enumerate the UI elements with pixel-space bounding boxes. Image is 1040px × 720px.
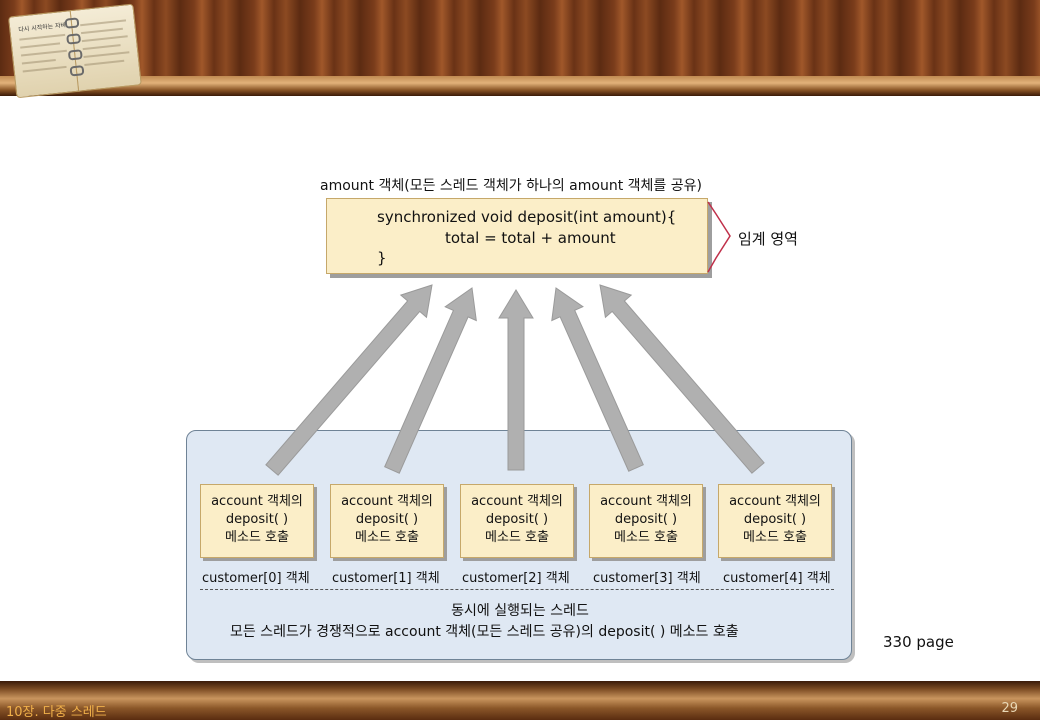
account-call-box-0: account 객체의 deposit( ) 메소드 호출	[200, 484, 314, 558]
method-call-line: 메소드 호출	[225, 530, 289, 545]
page-reference: 330 page	[883, 633, 954, 651]
method-call-line: 메소드 호출	[743, 530, 807, 545]
call-arrow-1	[384, 287, 477, 474]
account-call-box-4: account 객체의 deposit( ) 메소드 호출	[718, 484, 832, 558]
customer-label-4: customer[4] 객체	[723, 571, 831, 586]
account-line: account 객체의	[471, 494, 563, 509]
method-call-line: 메소드 호출	[614, 530, 678, 545]
customer-label-0: customer[0] 객체	[202, 571, 310, 586]
code-line-close: }	[377, 249, 387, 267]
critical-section-bracket	[707, 201, 731, 273]
customer-label-3: customer[3] 객체	[593, 571, 701, 586]
code-line-signature: synchronized void deposit(int amount){	[377, 208, 677, 226]
bottom-wood-bar	[0, 681, 1040, 720]
critical-section-label: 임계 영역	[738, 230, 798, 248]
caption-line-1: 동시에 실행되는 스레드	[451, 603, 589, 619]
chapter-label: 10장. 다중 스레드	[6, 705, 107, 720]
method-call-line: 메소드 호출	[355, 530, 419, 545]
arrow-group	[265, 284, 765, 476]
deposit-line: deposit( )	[614, 512, 678, 527]
account-line: account 객체의	[341, 494, 433, 509]
account-call-box-2: account 객체의 deposit( ) 메소드 호출	[460, 484, 574, 558]
call-arrow-2	[498, 289, 534, 471]
deposit-line: deposit( )	[485, 512, 549, 527]
account-call-box-1: account 객체의 deposit( ) 메소드 호출	[330, 484, 444, 558]
synchronized-method-box: synchronized void deposit(int amount){ t…	[326, 198, 708, 274]
deposit-line: deposit( )	[743, 512, 807, 527]
concurrent-threads-caption: 동시에 실행되는 스레드	[0, 600, 1040, 620]
method-call-line: 메소드 호출	[485, 530, 549, 545]
amount-object-title: amount 객체(모든 스레드 객체가 하나의 amount 객체를 공유)	[320, 178, 702, 194]
account-line: account 객체의	[211, 494, 303, 509]
call-arrow-3	[551, 287, 644, 472]
dashed-divider	[200, 589, 834, 590]
account-line: account 객체의	[729, 494, 821, 509]
page-number: 29	[1001, 701, 1018, 716]
deposit-line: deposit( )	[355, 512, 419, 527]
deposit-line: deposit( )	[225, 512, 289, 527]
customer-label-2: customer[2] 객체	[462, 571, 570, 586]
code-line-body: total = total + amount	[445, 229, 616, 247]
call-arrow-4	[599, 284, 765, 474]
call-arrow-0	[265, 284, 433, 476]
account-call-box-3: account 객체의 deposit( ) 메소드 호출	[589, 484, 703, 558]
banner-rail	[0, 76, 1040, 96]
customer-label-1: customer[1] 객체	[332, 571, 440, 586]
caption-line-2: 모든 스레드가 경쟁적으로 account 객체(모든 스레드 공유)의 dep…	[230, 624, 739, 640]
account-line: account 객체의	[600, 494, 692, 509]
